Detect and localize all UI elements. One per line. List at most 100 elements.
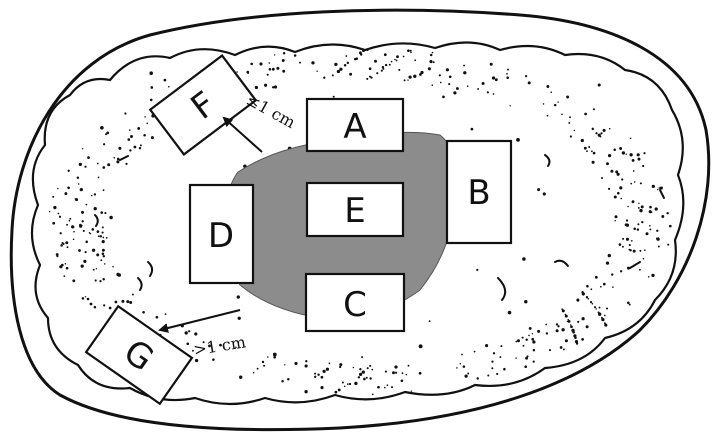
stipple-dot [591, 150, 593, 153]
stipple-dot [597, 133, 601, 137]
stipple-dot [521, 336, 524, 339]
stipple-dot [401, 372, 404, 375]
stipple-dot [383, 53, 387, 57]
stipple-dot [562, 348, 565, 351]
block-b-label: B [467, 173, 490, 213]
stipple-dot [357, 376, 361, 379]
stipple-dot [625, 237, 630, 241]
stipple-dot [93, 305, 97, 309]
stipple-dot [191, 349, 194, 352]
stipple-dot [282, 52, 286, 55]
stipple-dot [56, 255, 59, 258]
stipple-dot [605, 307, 609, 310]
stipple-dot [517, 339, 520, 343]
stipple-dot [545, 323, 548, 326]
stipple-dot [64, 192, 68, 196]
stipple-dot [506, 76, 509, 79]
stipple-dot [573, 129, 576, 132]
stipple-dot [366, 48, 369, 52]
stipple-dot [281, 379, 284, 383]
stipple-dot [429, 53, 433, 57]
stipple-dot [464, 374, 468, 378]
stipple-dot [621, 151, 626, 155]
stipple-dot [496, 372, 499, 376]
stipple-dot [572, 330, 575, 334]
stipple-dot [605, 261, 610, 265]
stipple-dot [164, 313, 167, 315]
stipple-dot [85, 240, 88, 244]
stipple-dot [81, 220, 84, 223]
stipple-dot [104, 212, 107, 215]
stipple-dot [349, 72, 353, 76]
stipple-dot [369, 377, 372, 380]
stipple-dot [525, 356, 528, 360]
stipple-dot [299, 61, 301, 64]
block-c-label: C [343, 285, 367, 325]
stipple-dot [489, 62, 493, 66]
stipple-dot [168, 85, 170, 88]
stipple-dot [125, 162, 128, 165]
stipple-dot [368, 67, 372, 71]
stipple-dot [102, 255, 105, 258]
stipple-dot [150, 136, 154, 140]
stipple-dot [392, 371, 395, 375]
stipple-dot [453, 91, 457, 95]
stipple-dot [637, 223, 640, 226]
stipple-dot [642, 164, 645, 168]
stipple-dot [328, 362, 331, 365]
stipple-dot [639, 249, 642, 252]
block-d-label: D [208, 216, 234, 256]
stipple-dot [524, 299, 528, 304]
stipple-dot [72, 238, 75, 241]
stipple-dot [358, 51, 362, 55]
stipple-dot [138, 146, 142, 150]
stipple-dot [599, 285, 602, 288]
stipple-dot [394, 58, 396, 61]
stipple-dot [48, 210, 51, 213]
stipple-dot [622, 237, 625, 240]
stipple-dot [568, 121, 571, 124]
stipple-dot [114, 300, 118, 304]
stipple-dot [461, 353, 463, 356]
stipple-dot [550, 91, 552, 93]
stipple-dot [82, 229, 85, 232]
stipple-dot [239, 375, 243, 379]
stipple-dot [261, 360, 265, 364]
stipple-dot [564, 339, 568, 343]
stipple-dot [107, 163, 111, 167]
stipple-dot [526, 355, 529, 358]
stipple-dot [567, 318, 569, 321]
stipple-dot [390, 60, 393, 63]
stipple-dot [103, 304, 106, 307]
stipple-dot [79, 187, 83, 192]
stipple-dot [63, 275, 66, 277]
stipple-dot [374, 59, 377, 63]
stipple-dot [130, 135, 133, 138]
stipple-dot [194, 332, 198, 336]
stipple-dot [124, 112, 127, 115]
stipple-dot [186, 342, 190, 346]
stipple-dot [616, 172, 620, 176]
stipple-dot [58, 215, 62, 218]
stipple-dot [557, 101, 559, 103]
stipple-dot [546, 85, 550, 88]
stipple-dot [481, 82, 485, 85]
stipple-dot [129, 301, 133, 304]
stipple-dot [414, 59, 417, 62]
stipple-dot [542, 192, 546, 196]
stipple-dot [394, 365, 398, 369]
stipple-dot [595, 132, 598, 135]
stipple-dot [649, 228, 652, 231]
stipple-dot [337, 388, 341, 392]
stipple-dot [621, 245, 624, 248]
stipple-dot [641, 220, 644, 224]
stipple-dot [636, 153, 640, 157]
stipple-dot [581, 317, 585, 321]
stipple-dot [346, 383, 349, 385]
stipple-dot [96, 253, 100, 257]
stipple-dot [254, 85, 259, 90]
stipple-dot [93, 207, 97, 211]
stipple-dot [139, 144, 142, 147]
stipple-dot [144, 116, 146, 118]
stipple-dot [486, 91, 489, 94]
